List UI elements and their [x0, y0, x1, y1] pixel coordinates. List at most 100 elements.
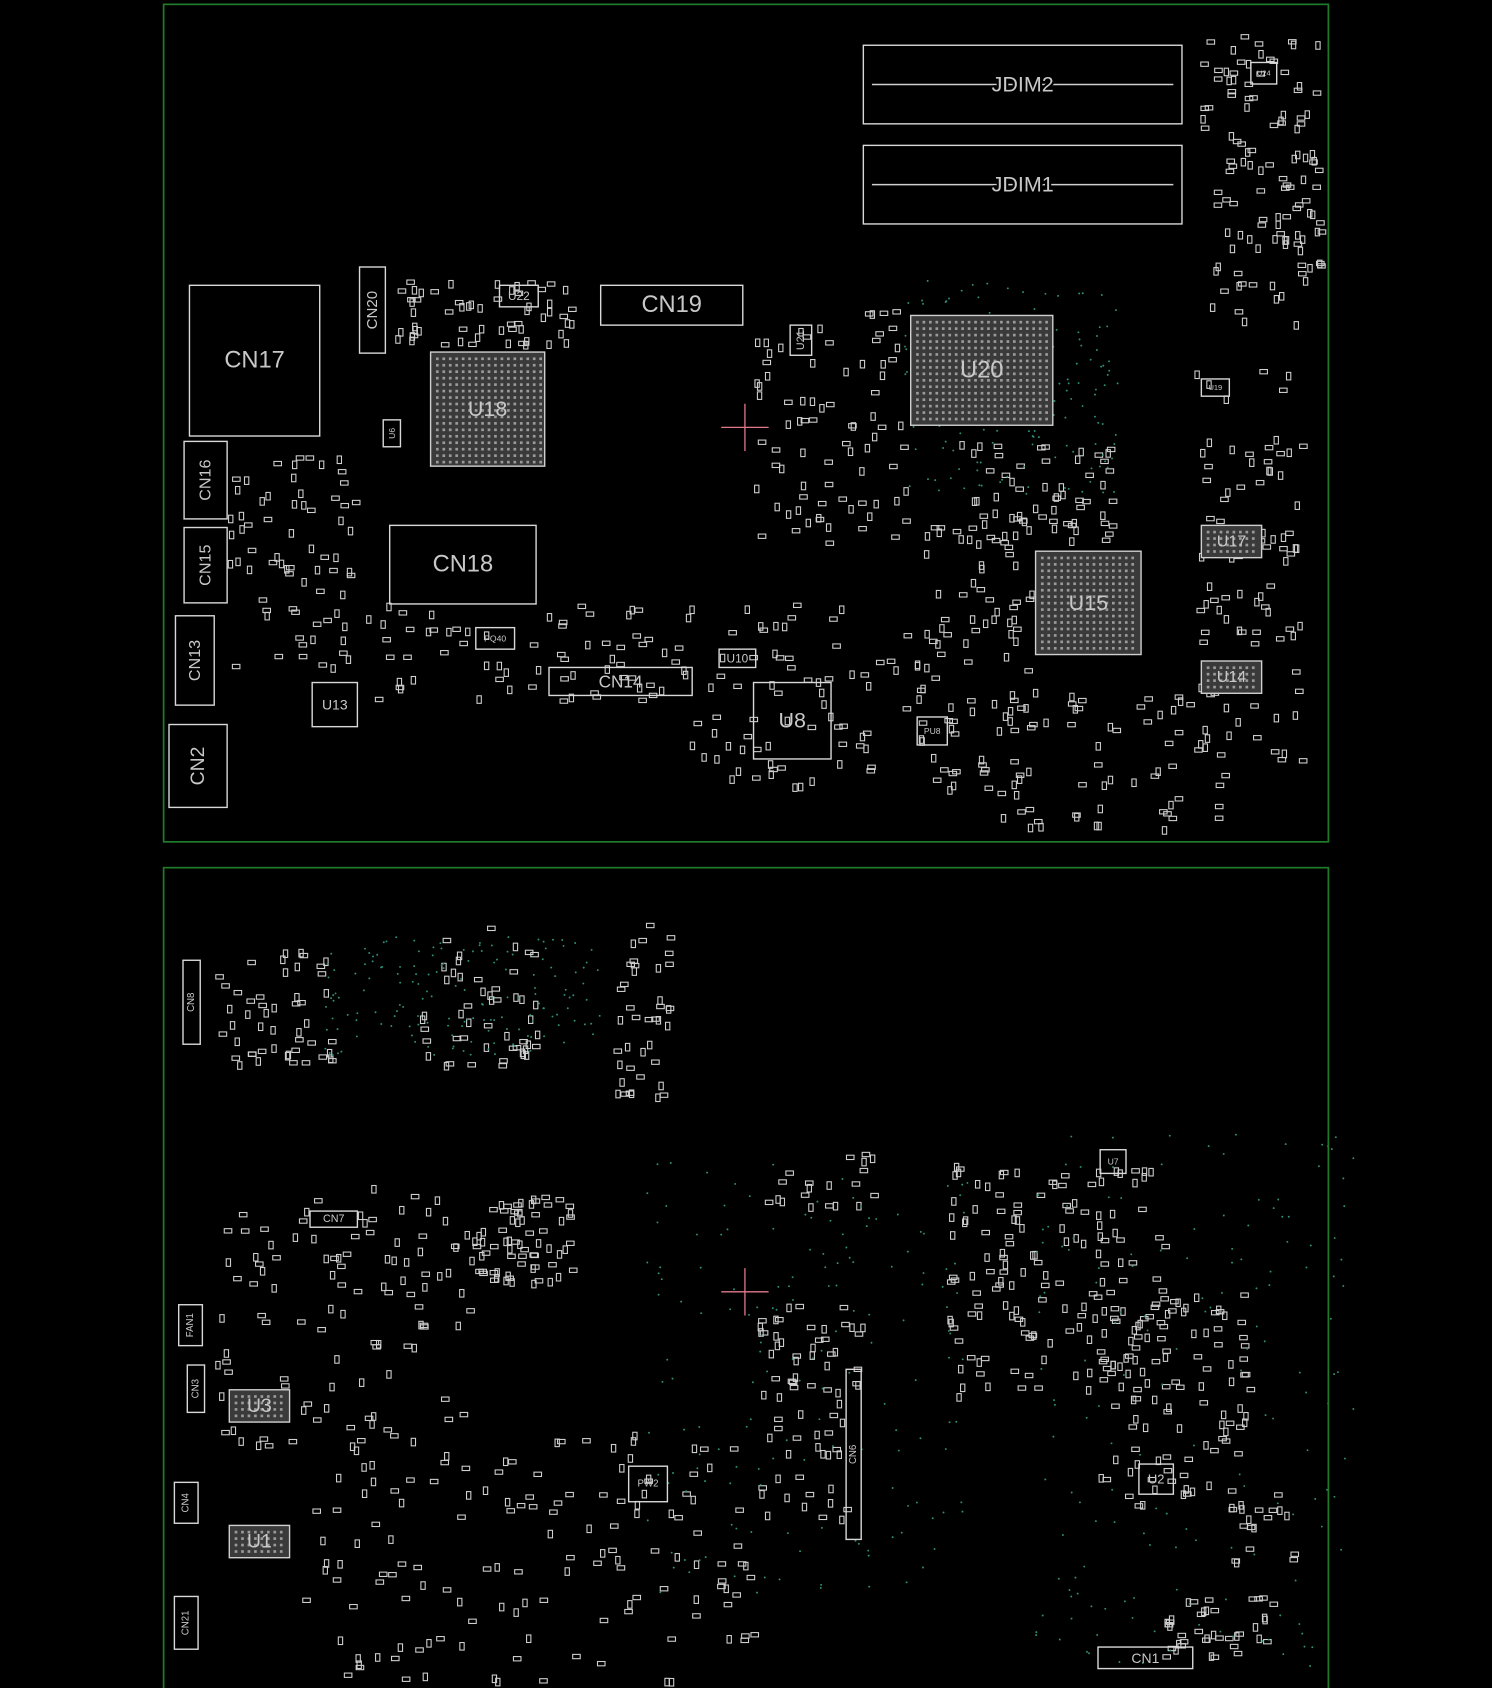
component-u8[interactable]: U8: [752, 681, 832, 760]
component-cn3[interactable]: CN3: [186, 1364, 206, 1414]
smd-pad: [1098, 1177, 1105, 1187]
component-cn19[interactable]: CN19: [599, 284, 744, 326]
via: [949, 1332, 952, 1335]
smd-pad: [1230, 75, 1237, 85]
component-cn2[interactable]: CN2: [168, 723, 228, 809]
via: [526, 1035, 529, 1037]
component-cn4[interactable]: CN4: [173, 1481, 199, 1524]
smd-pad: [849, 670, 855, 680]
component-cn1[interactable]: CN1: [1097, 1646, 1194, 1670]
smd-pad: [1286, 448, 1292, 458]
smd-pad: [1072, 812, 1081, 818]
smd-pad: [962, 1216, 969, 1225]
component-cn7[interactable]: CN7: [309, 1210, 359, 1228]
component-u14[interactable]: U14: [1200, 660, 1263, 694]
via: [996, 429, 999, 432]
via: [755, 1591, 758, 1594]
smd-pad: [626, 1005, 635, 1011]
smd-pad: [1312, 184, 1321, 190]
smd-pad: [1131, 1345, 1141, 1351]
component-u7[interactable]: U7: [1099, 1149, 1127, 1175]
smd-pad: [466, 1018, 472, 1028]
smd-pad: [757, 439, 767, 445]
smd-pad: [838, 741, 848, 747]
component-cn14[interactable]: CN14: [548, 666, 693, 697]
component-pw2[interactable]: PW2: [627, 1465, 669, 1503]
via: [331, 1017, 334, 1020]
via: [363, 963, 366, 966]
smd-pad: [728, 630, 737, 636]
component-pu8[interactable]: PU8: [916, 716, 949, 746]
component-cn17[interactable]: CN17: [188, 284, 321, 437]
via: [483, 1019, 485, 1021]
smd-pad: [1252, 1623, 1259, 1632]
smd-pad: [483, 1043, 490, 1052]
smd-pad: [1246, 1524, 1256, 1531]
smd-pad: [766, 349, 773, 358]
via: [646, 1519, 649, 1522]
smd-pad: [1226, 731, 1232, 741]
via: [590, 1022, 593, 1025]
smd-pad: [999, 1248, 1006, 1258]
via: [1090, 467, 1093, 470]
via: [1108, 369, 1111, 372]
smd-pad: [358, 1378, 365, 1387]
smd-pad: [1269, 1601, 1279, 1607]
smd-pad: [1086, 1335, 1093, 1344]
via: [460, 977, 462, 980]
smd-pad: [955, 1166, 965, 1172]
via: [915, 1501, 918, 1504]
smd-pad: [674, 1515, 683, 1521]
component-fan1[interactable]: FAN1: [177, 1304, 204, 1347]
via: [472, 1017, 475, 1020]
smd-pad: [409, 336, 415, 346]
smd-pad: [405, 626, 415, 633]
component-u15[interactable]: U15: [1034, 550, 1142, 656]
component-u3[interactable]: U3: [228, 1389, 291, 1423]
smd-pad: [566, 1214, 575, 1220]
component-u18[interactable]: U18: [429, 351, 546, 467]
component-cn16[interactable]: CN16: [183, 440, 228, 520]
smd-pad: [1038, 822, 1044, 832]
component-u19[interactable]: U19: [1200, 378, 1231, 397]
component-cn20[interactable]: CN20: [358, 266, 387, 354]
via: [463, 989, 466, 991]
component-u13[interactable]: U13: [311, 681, 359, 728]
via: [1175, 1588, 1178, 1591]
via: [908, 485, 911, 488]
smd-pad: [1246, 1386, 1256, 1393]
component-cn18[interactable]: CN18: [388, 524, 537, 605]
component-cn21[interactable]: CN21: [173, 1595, 199, 1650]
smd-pad: [318, 460, 325, 470]
component-cn6[interactable]: CN6: [845, 1368, 862, 1541]
smd-pad: [1295, 231, 1301, 240]
smd-pad: [1038, 514, 1047, 520]
component-u21[interactable]: U21: [789, 324, 813, 356]
component-cn15[interactable]: CN15: [183, 526, 228, 604]
smd-pad: [1214, 815, 1224, 821]
component-u17[interactable]: U17: [1200, 524, 1263, 559]
component-u6[interactable]: U6: [382, 419, 402, 448]
via: [554, 975, 557, 978]
smd-pad: [378, 1571, 388, 1577]
via: [1113, 443, 1116, 445]
smd-pad: [1128, 1260, 1138, 1266]
component-cn8[interactable]: CN8: [182, 959, 201, 1045]
component-pq40[interactable]: PQ40: [475, 626, 516, 650]
component-u24[interactable]: U24: [1250, 61, 1278, 85]
component-u22[interactable]: U22: [498, 284, 539, 308]
via: [1333, 1495, 1336, 1498]
smd-pad: [1240, 157, 1247, 167]
component-jdim2[interactable]: JDIM2: [862, 44, 1183, 125]
component-cn13[interactable]: CN13: [174, 615, 215, 706]
smd-pad: [701, 753, 707, 762]
component-jdim1[interactable]: JDIM1: [862, 144, 1183, 225]
smd-pad: [1292, 711, 1299, 720]
smd-pad: [546, 281, 556, 287]
component-u20[interactable]: U20: [910, 314, 1054, 426]
component-u2[interactable]: U2: [1138, 1463, 1175, 1495]
via: [551, 1015, 554, 1018]
component-u10[interactable]: U10: [718, 648, 757, 669]
component-u1[interactable]: U1: [228, 1524, 291, 1559]
